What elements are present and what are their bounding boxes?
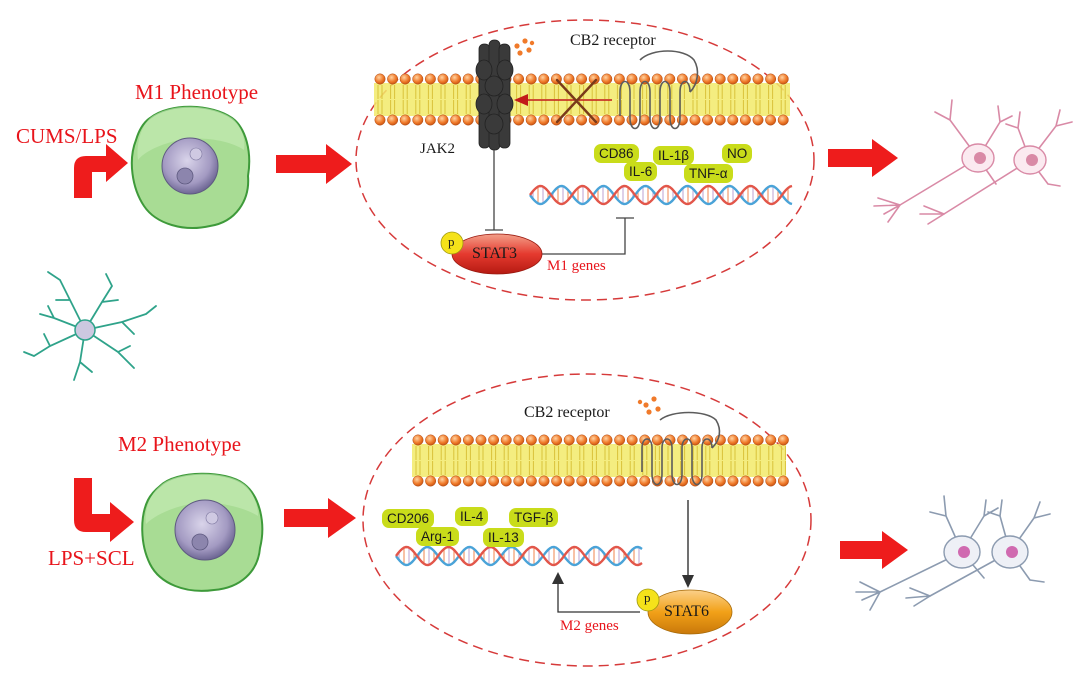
cytokine-cd86: CD86: [594, 144, 639, 163]
stat6-p-label: p: [644, 590, 651, 605]
stat3-p-label: p: [448, 234, 455, 249]
m2-neuron-icon: [855, 495, 1051, 611]
m2-receptor-stat6-arrow-icon: [682, 500, 694, 588]
m1-blocked-signal-arrow-icon: [514, 94, 612, 106]
cytokine-il1b: IL-1β: [653, 146, 695, 165]
cytokine-il4: IL-4: [455, 507, 489, 526]
m2-stat6-gene-arrow-icon: [557, 582, 640, 613]
m1-cb2-receptor-icon: [619, 50, 699, 130]
resting-microglia-icon: [23, 271, 157, 381]
m1-neuron-body-icon: [961, 143, 1047, 175]
m2-microglia-cell-icon: [141, 472, 264, 592]
m1-microglia-cell-icon: [130, 105, 251, 229]
m2-pathway-ellipse: [362, 373, 812, 667]
jak2-icon: [475, 39, 514, 151]
m2-ligand-dots-icon: [637, 396, 661, 415]
stat6-phospho-icon: [636, 588, 660, 612]
stat6-node-icon: [647, 589, 733, 635]
cytokine-il13: IL-13: [483, 528, 524, 547]
jak2-label: JAK2: [420, 141, 456, 157]
m2-membrane-icon: [412, 434, 789, 487]
cytokine-no: NO: [722, 144, 753, 163]
cytokine-il6: IL-6: [624, 162, 658, 181]
m1-phenotype-label: M1 Phenotype: [135, 80, 259, 104]
m2-trigger-arrow-icon: [74, 478, 134, 542]
resting-microglia-body-icon: [74, 319, 96, 341]
m1-ligand-dots-icon: [514, 38, 535, 56]
m1-dna-icon: [529, 184, 793, 206]
m1-trigger-label: CUMS/LPS: [16, 124, 118, 148]
m1-pathway-ellipse: [355, 19, 815, 301]
m1-stat3-gene-inhibit-icon: [542, 217, 634, 255]
m2-cb2-receptor-label: CB2 receptor: [524, 404, 610, 421]
stat3-label: STAT3: [472, 245, 517, 262]
m1-genes-label: M1 genes: [547, 258, 606, 274]
cytokine-tnfa: TNF-α: [684, 164, 733, 183]
arrow-icon: [276, 139, 908, 569]
m1-jak2-stat3-inhibit-icon: [485, 150, 503, 231]
m2-genes-label: M2 genes: [560, 618, 619, 634]
m1-inhibit-x-icon: [555, 78, 598, 124]
m2-cb2-receptor-icon: [641, 411, 721, 486]
m2-gene-arrow-head-icon: [552, 572, 564, 584]
cytokine-cd206: CD206: [382, 509, 435, 528]
m2-phenotype-label: M2 Phenotype: [118, 432, 242, 456]
m1-cb2-receptor-label: CB2 receptor: [570, 32, 656, 49]
cytokine-arg1: Arg-1: [416, 527, 460, 546]
cytokine-tgfb: TGF-β: [509, 508, 559, 527]
stat6-label: STAT6: [664, 603, 709, 620]
m1-trigger-arrow-icon: [74, 144, 128, 198]
m2-dna-icon: [395, 545, 643, 567]
stat3-phospho-icon: [440, 231, 464, 255]
m2-neuron-body-icon: [943, 535, 1029, 569]
m2-trigger-label: LPS+SCL: [48, 546, 135, 570]
